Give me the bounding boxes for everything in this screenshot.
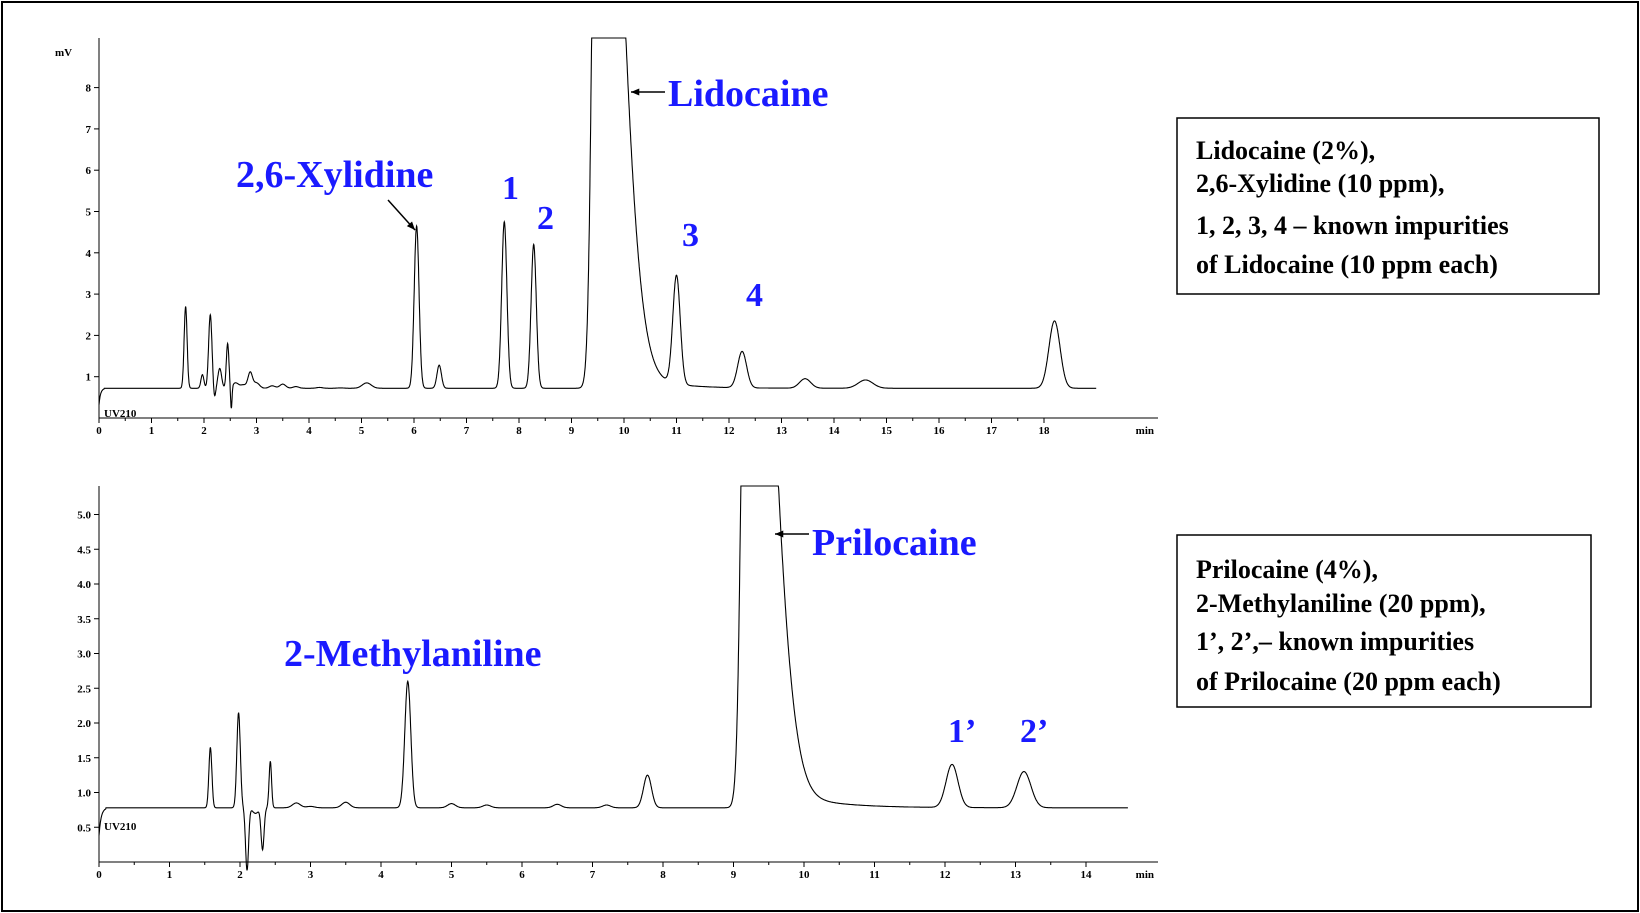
y-tick-label: 4.0 [77, 579, 91, 591]
channel-label: UV210 [104, 408, 137, 420]
x-tick-label: 12 [724, 425, 736, 437]
y-tick-label: 8 [86, 83, 92, 95]
legend-line: 1, 2, 3, 4 – known impurities [1196, 211, 1509, 240]
peak-label: 3 [682, 217, 699, 254]
y-tick-label: 7 [86, 124, 92, 136]
x-tick-label: 3 [308, 869, 314, 881]
legend-line: Lidocaine (2%), [1196, 136, 1375, 165]
peak-label: 2-Methylaniline [284, 633, 542, 675]
x-tick-label: 13 [776, 425, 788, 437]
x-tick-label: 1 [167, 869, 173, 881]
x-tick-label: 1 [149, 425, 155, 437]
x-tick-label: 14 [829, 425, 841, 437]
peak-label: 2’ [1020, 713, 1048, 750]
y-tick-label: 1.0 [77, 788, 91, 800]
legend-line: of Lidocaine (10 ppm each) [1196, 250, 1498, 279]
x-tick-label: 4 [378, 869, 384, 881]
y-tick-label: 3.0 [77, 649, 91, 661]
x-tick-label: 11 [869, 869, 879, 881]
x-tick-label: 10 [619, 425, 631, 437]
chromatogram-trace [98, 37, 1097, 409]
y-tick-label: 4 [86, 248, 92, 260]
x-tick-label: 11 [671, 425, 681, 437]
x-tick-label: 3 [254, 425, 260, 437]
chromatogram-trace [98, 485, 1128, 871]
legend-frame [1176, 117, 1600, 295]
legend-line: 1’, 2’,– known impurities [1196, 627, 1474, 656]
x-tick-label: 18 [1039, 425, 1051, 437]
y-tick-label: 2.5 [77, 683, 91, 695]
x-tick-label: 7 [590, 869, 596, 881]
lidocaine-legend-box: Lidocaine (2%), 2,6-Xylidine (10 ppm), 1… [1176, 117, 1600, 295]
x-tick-label: 2 [237, 869, 243, 881]
peak-arrow-head [406, 221, 415, 230]
peak-label: 1’ [948, 713, 976, 750]
y-tick-label: 5 [86, 207, 92, 219]
legend-line: Prilocaine (4%), [1196, 555, 1378, 584]
y-tick-label: 3 [86, 289, 92, 301]
prilocaine-legend-box: Prilocaine (4%), 2-Methylaniline (20 ppm… [1176, 534, 1592, 708]
x-tick-label: 9 [569, 425, 575, 437]
x-tick-label: 6 [519, 869, 525, 881]
y-tick-label: 2.0 [77, 718, 91, 730]
legend-line: 2-Methylaniline (20 ppm), [1196, 589, 1486, 618]
x-tick-label: 13 [1010, 869, 1022, 881]
x-tick-label: 8 [516, 425, 522, 437]
x-tick-label: 16 [934, 425, 946, 437]
peak-label: 4 [746, 277, 763, 314]
y-tick-label: 2 [86, 330, 92, 342]
peak-label: Lidocaine [668, 73, 828, 115]
x-tick-label: 0 [96, 425, 102, 437]
y-tick-label: 4.5 [77, 544, 91, 556]
x-tick-label: 12 [940, 869, 952, 881]
y-axis-unit: mV [55, 47, 72, 59]
legend-frame [1176, 534, 1592, 708]
x-axis-unit: min [1136, 869, 1154, 881]
x-tick-label: 15 [881, 425, 893, 437]
x-tick-label: 9 [731, 869, 737, 881]
y-tick-label: 1 [86, 372, 92, 384]
y-tick-label: 5.0 [77, 510, 91, 522]
peak-arrow-head [631, 88, 640, 96]
x-tick-label: 14 [1081, 869, 1093, 881]
peak-label: 2 [537, 200, 554, 237]
peak-label: 1 [502, 170, 519, 207]
x-tick-label: 5 [449, 869, 455, 881]
x-tick-label: 17 [986, 425, 998, 437]
y-tick-label: 6 [86, 165, 92, 177]
peak-arrow-head [775, 530, 784, 538]
x-tick-label: 7 [464, 425, 470, 437]
x-tick-label: 0 [96, 869, 102, 881]
y-tick-label: 1.5 [77, 753, 91, 765]
channel-label: UV210 [104, 821, 137, 833]
x-tick-label: 10 [799, 869, 811, 881]
legend-line: 2,6-Xylidine (10 ppm), [1196, 169, 1444, 198]
x-tick-label: 5 [359, 425, 365, 437]
x-tick-label: 6 [411, 425, 417, 437]
y-tick-label: 0.5 [77, 822, 91, 834]
peak-label: Prilocaine [812, 522, 977, 564]
x-tick-label: 2 [201, 425, 207, 437]
x-tick-label: 4 [306, 425, 312, 437]
peak-label: 2,6-Xylidine [236, 154, 433, 196]
legend-line: of Prilocaine (20 ppm each) [1196, 667, 1501, 696]
x-tick-label: 8 [660, 869, 666, 881]
x-axis-unit: min [1136, 425, 1154, 437]
y-tick-label: 3.5 [77, 614, 91, 626]
